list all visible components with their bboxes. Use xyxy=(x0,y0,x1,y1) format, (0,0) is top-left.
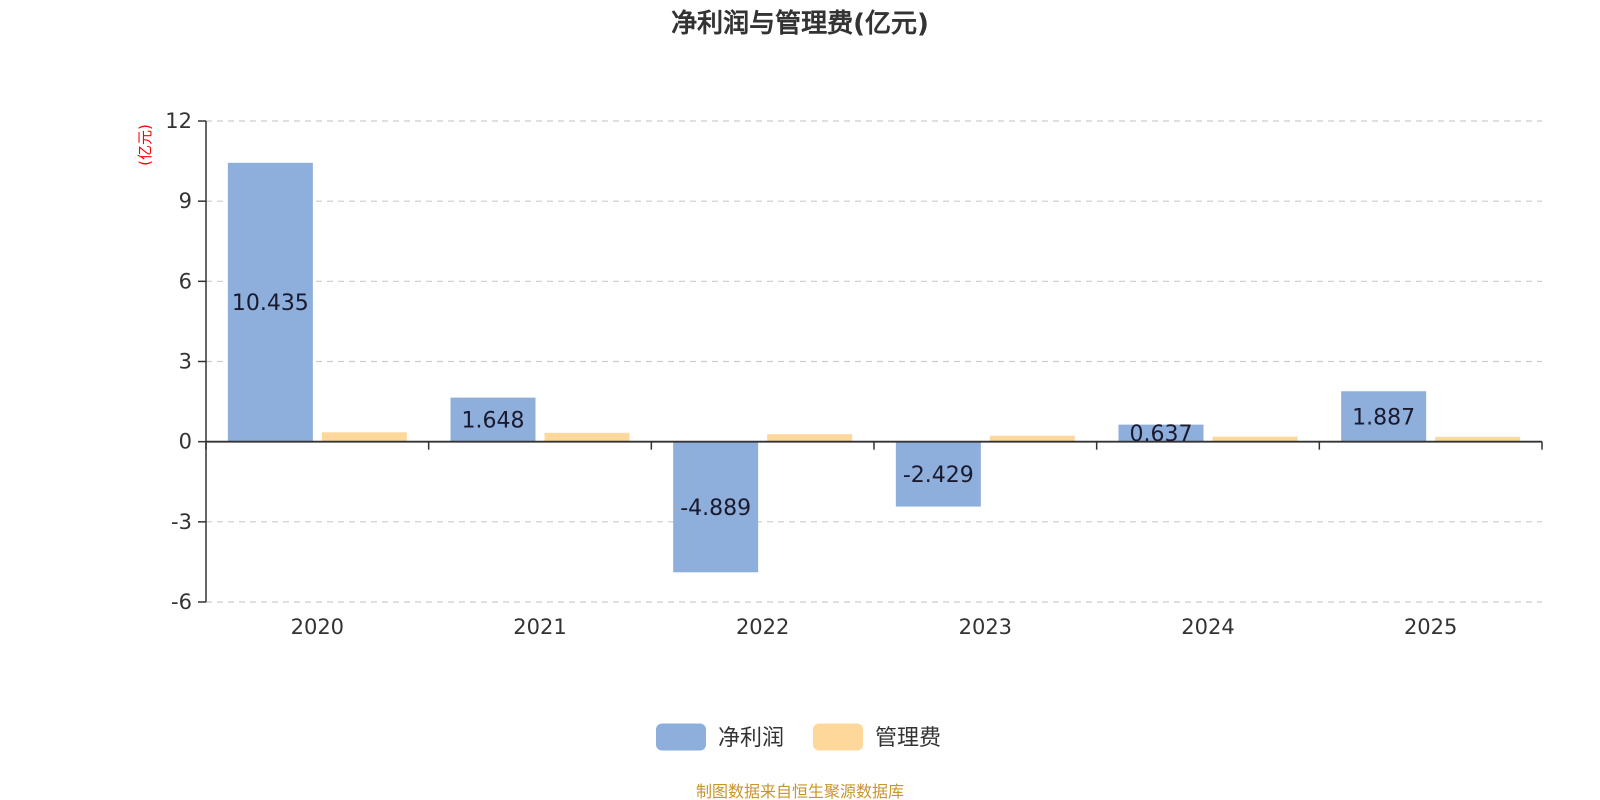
bar-value-label: 1.887 xyxy=(1352,405,1415,430)
bar-labels: 10.435 1.648 -4.889 -2.429 0.637 1.887 xyxy=(232,291,1415,521)
legend-swatch[interactable] xyxy=(813,723,863,751)
y-tick-label: 3 xyxy=(179,350,192,374)
net-profit-bar[interactable] xyxy=(450,397,536,442)
bars xyxy=(227,162,1521,573)
bar-value-label: 10.435 xyxy=(232,291,309,316)
admin-expense-bar[interactable] xyxy=(767,434,853,442)
admin-expense-bar[interactable] xyxy=(989,435,1075,442)
axes: 12 9 6 3 0 -3 -6 2020 2021 2022 2023 2024 2025 xyxy=(165,109,1543,639)
y-axis-unit-label: (亿元) xyxy=(136,124,154,166)
legend[interactable]: 净利润 管理费 xyxy=(656,723,941,752)
y-tick-label: -6 xyxy=(171,590,192,614)
net-profit-bar[interactable] xyxy=(227,162,313,442)
legend-label[interactable]: 净利润 xyxy=(718,726,784,751)
source-note: 制图数据来自恒生聚源数据库 xyxy=(696,782,904,800)
admin-expense-bar[interactable] xyxy=(1212,436,1298,442)
legend-swatch[interactable] xyxy=(656,723,706,751)
y-tick-label: 9 xyxy=(179,189,192,213)
net-profit-bar[interactable] xyxy=(1118,424,1204,442)
bar-value-label: -4.889 xyxy=(680,496,751,521)
bar-value-label: 0.637 xyxy=(1130,422,1193,447)
legend-label[interactable]: 管理费 xyxy=(875,726,941,751)
x-category-label: 2022 xyxy=(736,615,789,639)
bar-value-label: -2.429 xyxy=(903,463,974,488)
x-category-label: 2024 xyxy=(1181,615,1234,639)
x-category-label: 2023 xyxy=(959,615,1012,639)
y-tick-label: 12 xyxy=(165,109,192,133)
admin-expense-bar[interactable] xyxy=(321,432,407,442)
chart-title: 净利润与管理费(亿元) xyxy=(671,8,929,39)
admin-expense-bar[interactable] xyxy=(1435,436,1521,442)
grid-lines xyxy=(206,120,1542,603)
net-profit-bar[interactable] xyxy=(1341,391,1427,442)
x-category-label: 2021 xyxy=(513,615,566,639)
x-category-label: 2020 xyxy=(291,615,344,639)
net-profit-bar[interactable] xyxy=(895,441,981,507)
admin-expense-bar[interactable] xyxy=(544,432,630,442)
x-category-label: 2025 xyxy=(1404,615,1457,639)
y-tick-label: 0 xyxy=(179,430,192,454)
y-tick-label: -3 xyxy=(171,510,192,534)
net-profit-bar[interactable] xyxy=(673,441,759,573)
bar-value-label: 1.648 xyxy=(462,409,525,434)
y-tick-label: 6 xyxy=(179,269,192,293)
